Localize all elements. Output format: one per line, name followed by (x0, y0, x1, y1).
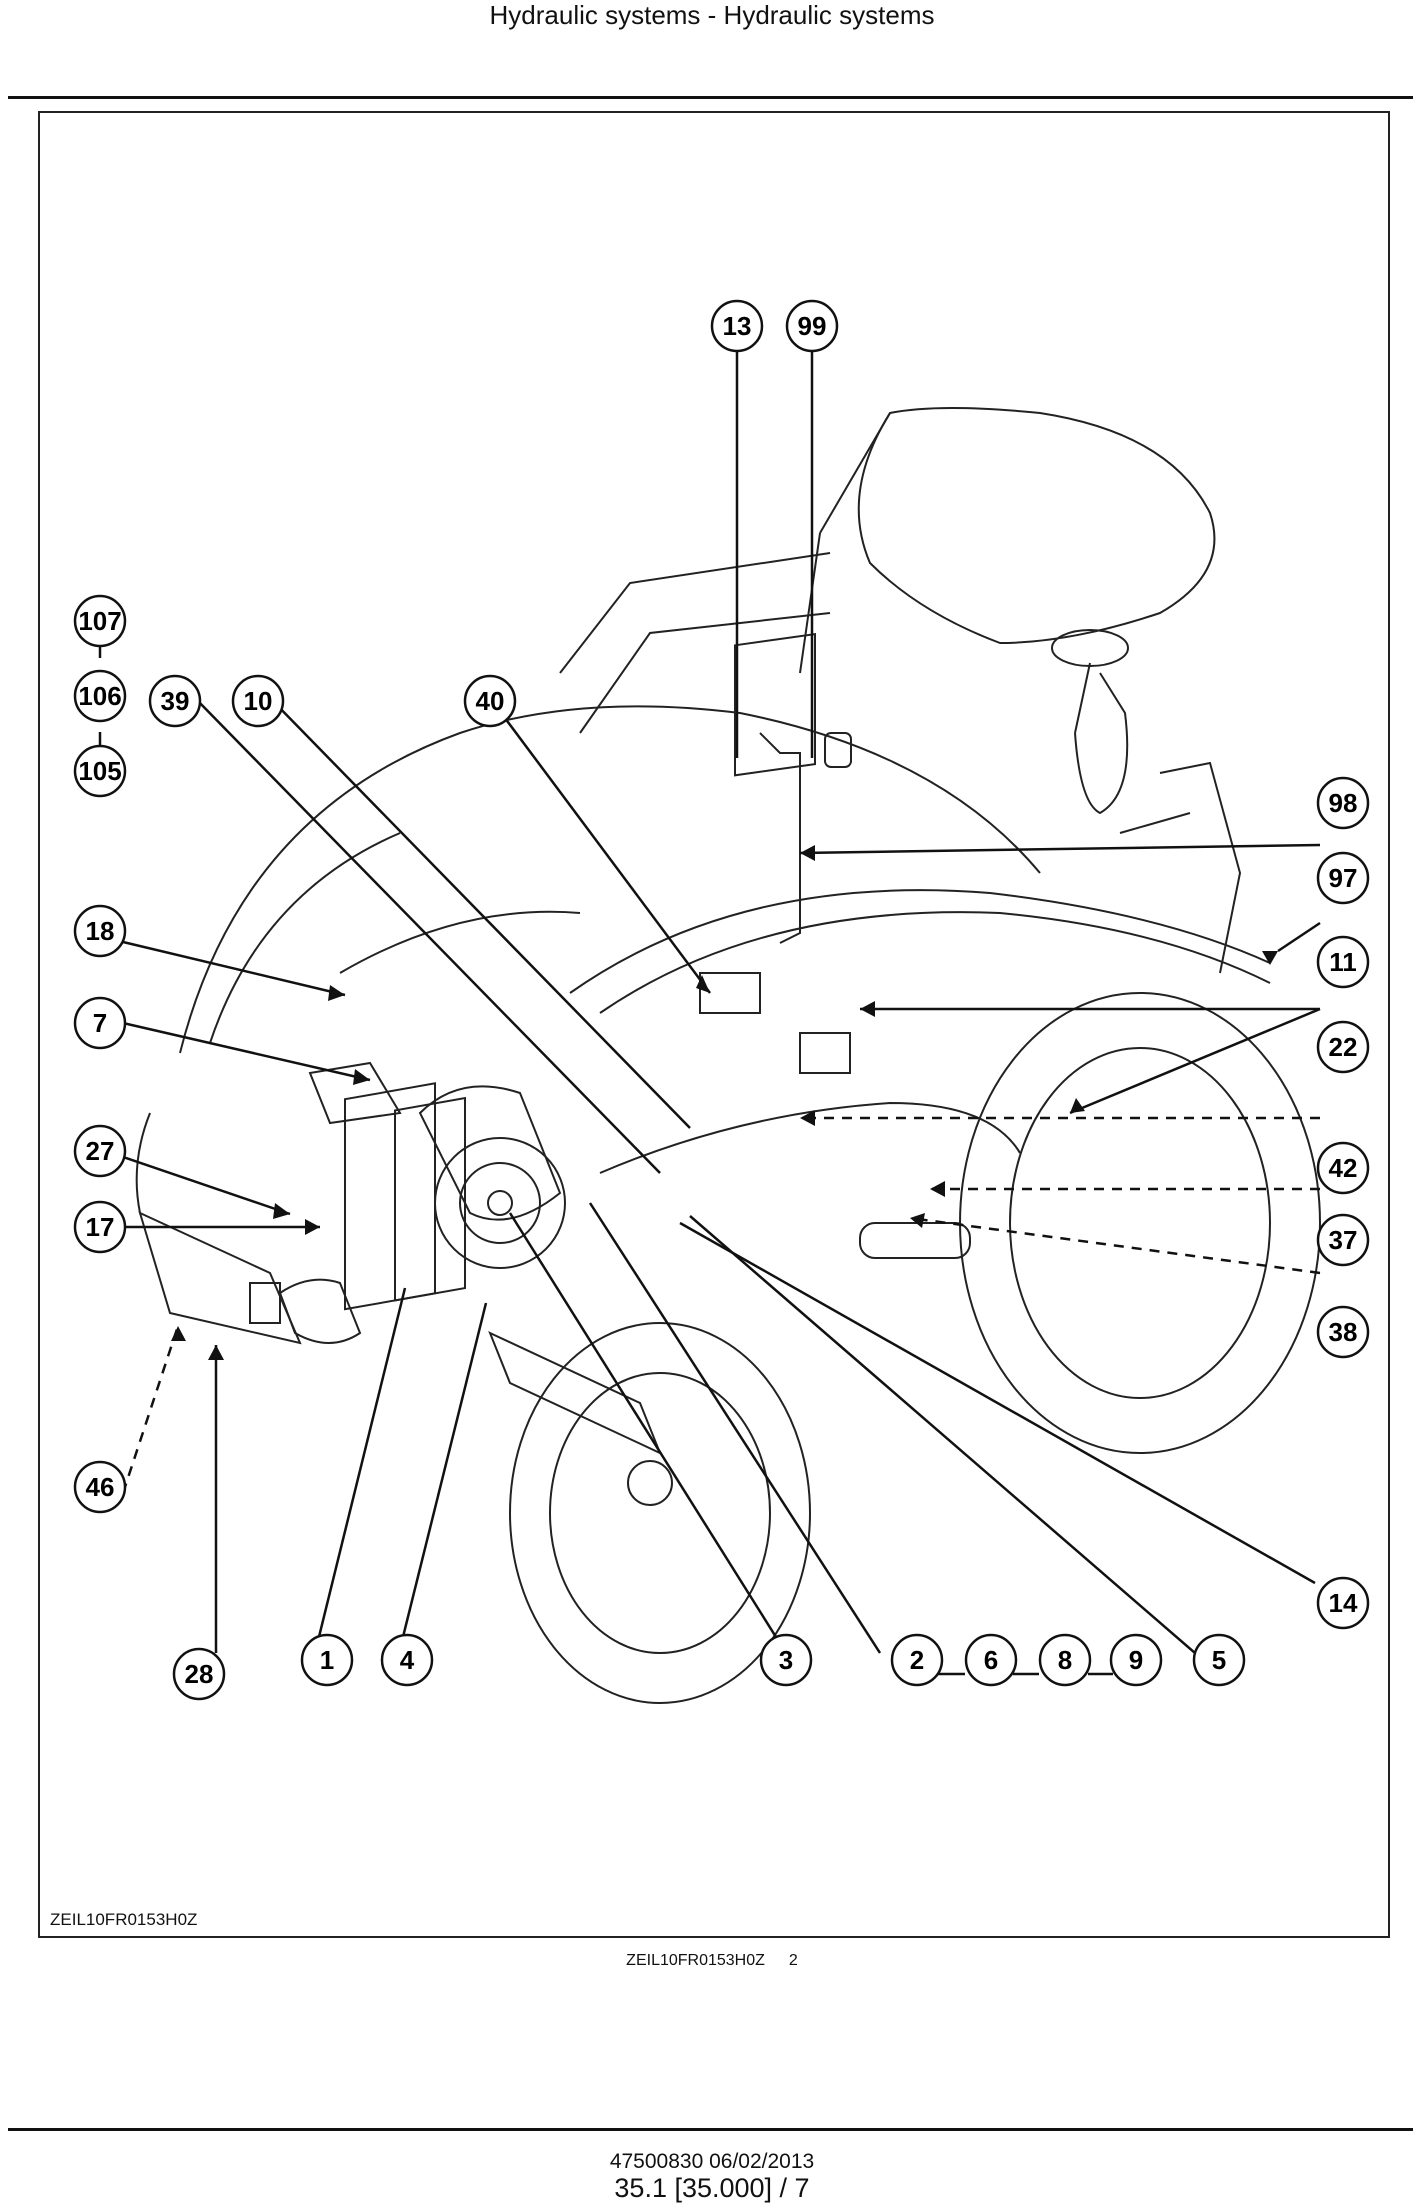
callout-18: 18 (73, 904, 127, 958)
figure-image-code: ZEIL10FR0153H0Z (50, 1910, 198, 1929)
callout-7: 7 (73, 996, 127, 1050)
callout-6: 6 (964, 1633, 1018, 1687)
footer-divider (8, 2128, 1413, 2131)
callout-1: 1 (300, 1633, 354, 1687)
svg-text:40: 40 (476, 686, 505, 716)
callout-46: 46 (73, 1460, 127, 1514)
callout-99: 99 (785, 299, 839, 353)
callout-11: 11 (1316, 935, 1370, 989)
svg-text:107: 107 (78, 606, 121, 636)
callout-27: 27 (73, 1124, 127, 1178)
svg-text:9: 9 (1129, 1645, 1143, 1675)
callout-9: 9 (1109, 1633, 1163, 1687)
callout-106: 106 (73, 669, 127, 723)
svg-text:1: 1 (320, 1645, 334, 1675)
figure-frame: 13 99 107 106 105 18 7 27 17 46 28 39 10… (38, 111, 1390, 1938)
svg-text:11: 11 (1329, 947, 1357, 977)
header-divider (8, 96, 1413, 99)
svg-text:10: 10 (244, 686, 273, 716)
svg-text:39: 39 (161, 686, 190, 716)
svg-text:18: 18 (86, 916, 115, 946)
callout-10: 10 (231, 674, 285, 728)
dashed-leader-lines (121, 1116, 1321, 1494)
callout-markers: 13 99 107 106 105 18 7 27 17 46 28 39 10… (73, 299, 1370, 1701)
svg-text:7: 7 (93, 1008, 107, 1038)
svg-text:8: 8 (1058, 1645, 1072, 1675)
callout-8: 8 (1038, 1633, 1092, 1687)
figure-caption-code: ZEIL10FR0153H0Z (626, 1952, 765, 1969)
svg-text:22: 22 (1329, 1032, 1358, 1062)
svg-text:2: 2 (910, 1645, 924, 1675)
callout-98: 98 (1316, 776, 1370, 830)
svg-text:14: 14 (1329, 1588, 1358, 1618)
svg-text:13: 13 (723, 311, 752, 341)
callout-17: 17 (73, 1200, 127, 1254)
svg-text:28: 28 (185, 1659, 214, 1689)
svg-text:3: 3 (779, 1645, 793, 1675)
callout-5: 5 (1192, 1633, 1246, 1687)
svg-text:105: 105 (78, 756, 121, 786)
tractor-illustration (135, 407, 1321, 1704)
callout-38: 38 (1316, 1305, 1370, 1359)
callout-42: 42 (1316, 1141, 1370, 1195)
svg-text:37: 37 (1329, 1225, 1358, 1255)
footer-doc-info: 47500830 06/02/2013 (609, 2150, 815, 2173)
callout-4: 4 (380, 1633, 434, 1687)
svg-text:46: 46 (86, 1472, 115, 1502)
svg-text:27: 27 (86, 1136, 115, 1166)
callout-37: 37 (1316, 1213, 1370, 1267)
tractor-hydraulic-diagram: 13 99 107 106 105 18 7 27 17 46 28 39 10… (73, 299, 1370, 1704)
svg-text:17: 17 (86, 1212, 115, 1242)
callout-28: 28 (172, 1647, 226, 1701)
svg-text:106: 106 (78, 681, 121, 711)
svg-text:5: 5 (1212, 1645, 1226, 1675)
svg-text:42: 42 (1329, 1153, 1358, 1183)
footer-page-number: 35.1 [35.000] / 7 (614, 2173, 810, 2203)
callout-13: 13 (710, 299, 764, 353)
callout-39: 39 (148, 674, 202, 728)
svg-text:97: 97 (1329, 863, 1358, 893)
callout-2: 2 (890, 1633, 944, 1687)
svg-text:99: 99 (798, 311, 827, 341)
svg-text:6: 6 (984, 1645, 998, 1675)
figure-caption-number: 2 (788, 1952, 798, 1969)
callout-97: 97 (1316, 851, 1370, 905)
callout-40: 40 (463, 674, 517, 728)
svg-text:98: 98 (1329, 788, 1358, 818)
callout-105: 105 (73, 744, 127, 798)
callout-107: 107 (73, 594, 127, 648)
page-title: Hydraulic systems - Hydraulic systems (489, 0, 935, 30)
svg-text:38: 38 (1329, 1317, 1358, 1347)
callout-22: 22 (1316, 1020, 1370, 1074)
svg-text:4: 4 (400, 1645, 415, 1675)
arrowheads (171, 845, 1278, 1360)
leader-lines (98, 349, 1345, 1676)
callout-3: 3 (759, 1633, 813, 1687)
callout-14: 14 (1316, 1576, 1370, 1630)
figure-caption: ZEIL10FR0153H0Z 2 (0, 1952, 1424, 1970)
